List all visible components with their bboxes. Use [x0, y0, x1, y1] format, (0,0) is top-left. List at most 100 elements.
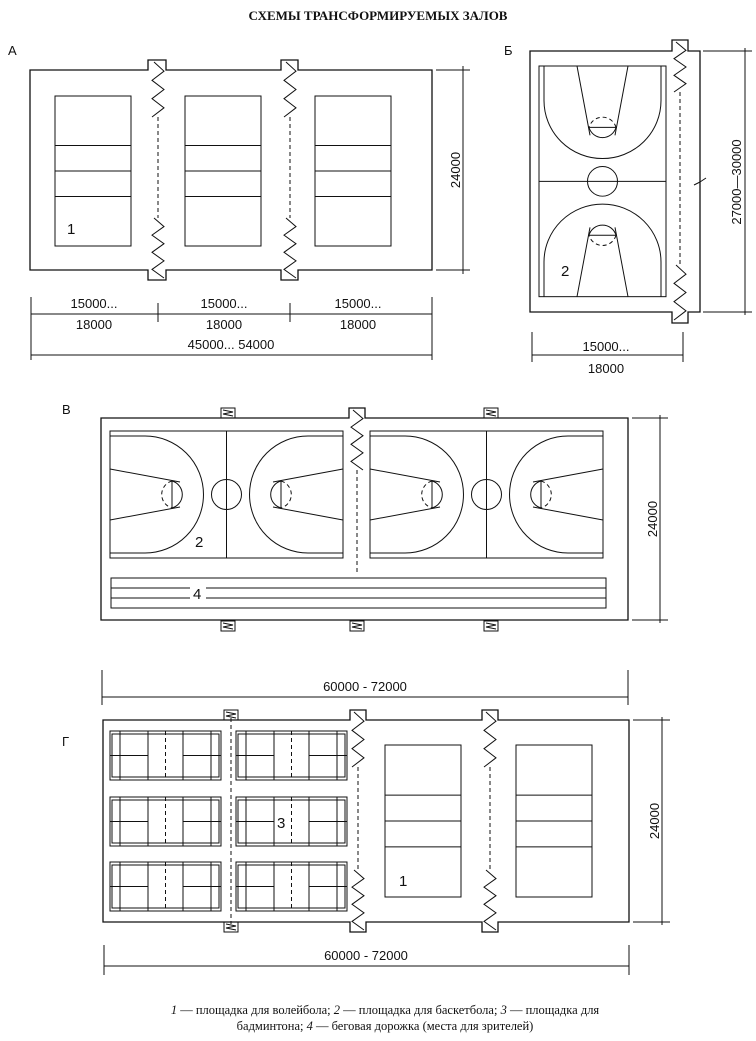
total-length-dimension: 60000 - 72000 [323, 679, 407, 694]
dimension-lines [103, 717, 670, 975]
basketball-court [369, 430, 604, 559]
legend-number: 1 [170, 1003, 178, 1017]
key-lines [369, 468, 441, 521]
dimension-lines [531, 48, 752, 362]
scheme-v: В 4 2 24000 60000 - 72000 [62, 402, 668, 705]
court-number-2: 2 [195, 534, 203, 551]
three-point-arc [543, 203, 662, 297]
scheme-b: Б 2 27000—30000 15000... 18000 [504, 39, 752, 376]
width-dimension: 15000... [583, 339, 630, 354]
legend: 1 — площадка для волейбола; 2 — площадка… [150, 1002, 620, 1034]
spring-icon [222, 409, 234, 417]
folding-partition-icon [483, 869, 497, 931]
bay-dimension: 15000... [335, 296, 382, 311]
legend-text: — площадка для волейбола; [177, 1003, 334, 1017]
total-length-dimension: 45000... 54000 [188, 337, 275, 352]
free-throw-arc-dashed [540, 480, 552, 509]
height-dimension: 24000 [647, 803, 662, 839]
half-court [369, 435, 464, 554]
key-lines [576, 65, 629, 136]
key-lines [532, 468, 604, 521]
court-line [110, 862, 221, 911]
folding-partition-icon [673, 264, 687, 321]
legend-number: 4 [306, 1019, 313, 1033]
hall-outline [529, 39, 701, 324]
court-line [110, 731, 221, 780]
folding-partition-icon [351, 711, 365, 768]
hall-outline [29, 59, 433, 281]
court-number-1: 1 [67, 221, 75, 238]
half-court [543, 65, 662, 159]
free-throw-arc [171, 480, 183, 509]
spring-icon [225, 923, 237, 931]
legend-item: 3 — площадка для бадминтона; [237, 1003, 600, 1033]
folding-partition-icon [283, 217, 297, 279]
half-court [109, 435, 204, 554]
court-line [236, 862, 347, 911]
height-dimension: 27000—30000 [729, 139, 744, 224]
height-dimension-line [436, 66, 470, 274]
key-lines [109, 468, 181, 521]
half-court [543, 203, 662, 297]
width-dimension: 18000 [588, 361, 624, 376]
court-number-1: 1 [399, 873, 407, 890]
free-throw-arc-dashed [421, 480, 433, 509]
court-number-3: 3 [277, 815, 285, 832]
court-line [110, 797, 221, 846]
three-point-arc [249, 435, 343, 554]
legend-item: 2 — площадка для баскетбола; [334, 1003, 501, 1017]
diagram-title: СХЕМЫ ТРАНСФОРМИРУЕМЫХ ЗАЛОВ [249, 8, 508, 23]
free-throw-arc-dashed [161, 480, 173, 509]
legend-number: 2 [333, 1003, 341, 1017]
bay-dimension: 18000 [206, 317, 242, 332]
folding-partition-icon [283, 61, 297, 118]
partition-pocket-icon [220, 407, 236, 419]
scheme-b-label: Б [504, 43, 513, 58]
partition-pocket-icon [220, 620, 236, 632]
spring-icon [485, 409, 497, 417]
dimension-lines [30, 297, 433, 360]
total-length-dimension: 60000 - 72000 [324, 948, 408, 963]
scheme-g-label: Г [62, 734, 69, 749]
free-throw-arc [270, 480, 282, 509]
center-circle [587, 165, 618, 197]
scheme-a: А 1 15000... 18000 15000... 18000 15000.… [8, 43, 470, 360]
spring-icon [351, 622, 363, 630]
scheme-g: Г 3 1 24000 60000 - 72000 [62, 709, 670, 975]
folding-partition-icon [673, 41, 687, 93]
free-throw-arc-dashed [280, 480, 292, 509]
free-throw-arc-dashed [588, 116, 617, 128]
court-line [236, 731, 347, 780]
legend-text: — площадка для бадминтона; [236, 1003, 600, 1033]
spring-icon [485, 622, 497, 630]
partition-pocket-icon [483, 620, 499, 632]
folding-partition-icon [483, 711, 497, 768]
height-dimension: 24000 [448, 152, 463, 188]
track-number-4: 4 [193, 586, 201, 603]
half-court [509, 435, 604, 554]
three-point-arc [509, 435, 603, 554]
free-throw-arc [588, 224, 617, 236]
three-point-arc [110, 435, 204, 554]
bay-dimension: 18000 [340, 317, 376, 332]
partition-pocket-icon [223, 921, 239, 933]
partition-pocket-icon [483, 407, 499, 419]
legend-text: — беговая дорожка (места для зрителей) [312, 1019, 534, 1033]
bay-dimension: 15000... [201, 296, 248, 311]
basketball-court [109, 430, 344, 559]
scheme-a-label: А [8, 43, 17, 58]
court-line [236, 797, 347, 846]
bay-dimension: 15000... [71, 296, 118, 311]
spring-icon [222, 622, 234, 630]
spring-icon [225, 711, 237, 719]
height-dimension: 24000 [645, 501, 660, 537]
dimension-lines [101, 415, 668, 705]
center-circle [211, 479, 242, 510]
free-throw-arc [588, 127, 617, 139]
legend-item: 4 — беговая дорожка (места для зрителей) [307, 1019, 534, 1033]
free-throw-arc-dashed [588, 235, 617, 246]
basketball-court [538, 65, 667, 298]
key-lines [576, 227, 629, 297]
half-court [249, 435, 344, 554]
